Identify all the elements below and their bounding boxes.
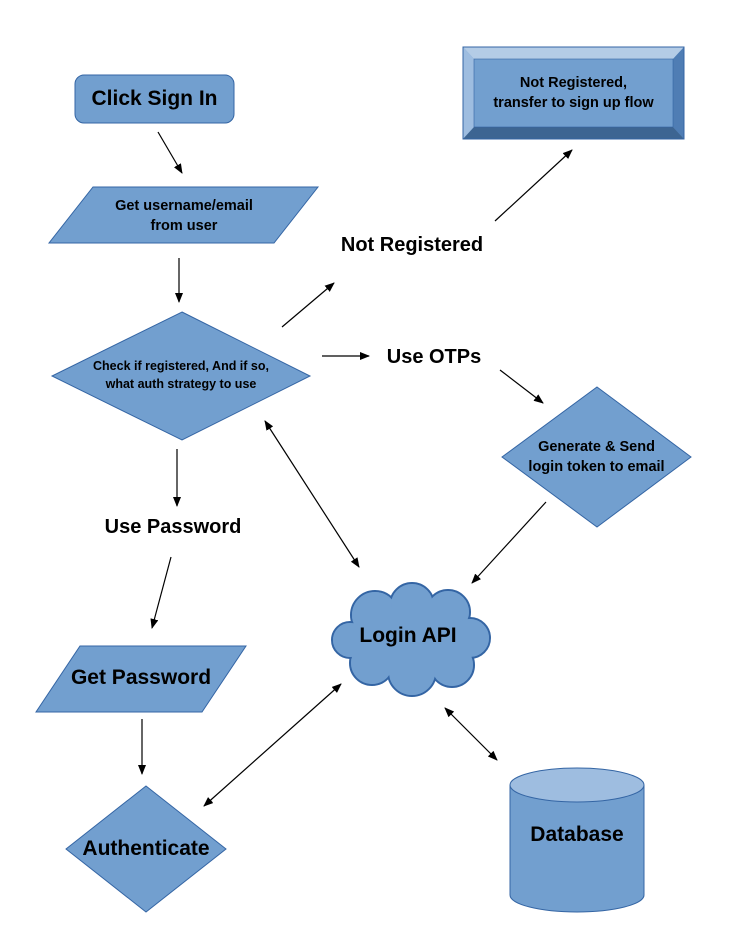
arrow-useotps-to-generate [499,369,544,404]
not-registered-box-label: Not Registered, transfer to sign up flow [474,73,673,113]
edge-label-use-otps: Use OTPs [386,346,482,368]
arrow-signin-to-username [157,131,183,174]
database-cylinder [509,767,645,913]
not-registered-box [462,46,685,140]
authenticate-label: Authenticate [82,837,210,860]
not-registered-box-line2: transfer to sign up flow [493,95,654,111]
click-sign-in-box [74,74,235,124]
arrow-authenticate-loginapi-bidir [203,683,342,807]
arrow-notregistered-to-box [494,149,573,222]
click-sign-in-label: Click Sign In [91,87,218,110]
arrow-usepassword-to-getpassword [150,556,172,629]
arrow-generate-to-loginapi [471,501,547,584]
check-registered-diamond [50,311,312,441]
get-password-shape [35,645,247,713]
generate-send-line1: Generate & Send [538,439,655,455]
arrow-check-to-notregistered [281,282,335,328]
get-username-line2: from user [150,218,218,234]
edge-label-use-password: Use Password [104,516,242,538]
login-api-cloud [331,582,491,697]
check-registered-label: Check if registered, And if so, what aut… [52,357,310,393]
generate-send-diamond [501,386,692,528]
generate-send-line2: login token to email [528,459,665,475]
login-api-label: Login API [359,624,457,647]
get-username-line1: Get username/email [115,198,253,214]
authenticate-diamond [65,785,227,913]
not-registered-box-line1: Not Registered, [519,75,628,91]
check-registered-line1: Check if registered, And if so, [93,359,269,373]
generate-send-label: Generate & Send login token to email [502,437,691,477]
check-registered-line2: what auth strategy to use [105,377,257,391]
get-username-label: Get username/email from user [84,196,284,236]
arrow-check-loginapi-bidir [264,420,360,568]
get-username-shape [47,186,320,244]
get-password-label: Get Password [70,666,212,689]
database-label: Database [530,823,624,846]
edge-label-not-registered: Not Registered [340,234,484,256]
arrow-loginapi-database-bidir [444,707,498,761]
